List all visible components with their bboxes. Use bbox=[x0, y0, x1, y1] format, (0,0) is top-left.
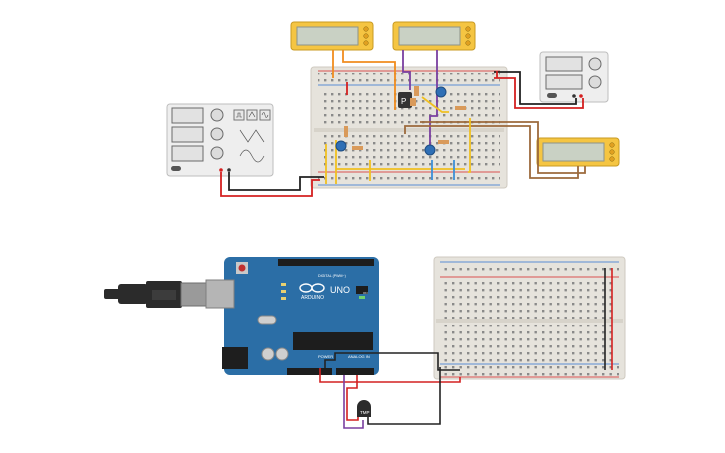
transistor[interactable] bbox=[398, 92, 412, 108]
sensor-label: TMP bbox=[360, 410, 370, 415]
multimeter-right[interactable] bbox=[536, 137, 620, 167]
arduino-digital-label: DIGITAL (PWM~) bbox=[318, 274, 346, 278]
wires-bottom[interactable] bbox=[319, 352, 461, 429]
arduino-power-label: POWER bbox=[318, 354, 333, 359]
wires-top[interactable] bbox=[220, 50, 586, 197]
breadboard-bottom[interactable] bbox=[433, 256, 626, 380]
components-top[interactable]: P bbox=[335, 86, 466, 156]
arduino-model: UNO bbox=[330, 285, 350, 295]
arduino-on-label: ON bbox=[363, 291, 368, 295]
function-generator[interactable] bbox=[166, 103, 274, 177]
power-supply[interactable] bbox=[539, 51, 609, 103]
arduino-analog-label: ANALOG IN bbox=[348, 354, 370, 359]
arduino-uno[interactable]: ARDUINO UNO DIGITAL (PWM~) POWER ANALOG … bbox=[205, 257, 379, 375]
transistor-label: P bbox=[401, 97, 406, 106]
multimeter-top-right[interactable] bbox=[392, 21, 476, 51]
usb-cable[interactable] bbox=[104, 281, 210, 308]
temperature-sensor[interactable]: TMP bbox=[357, 400, 371, 417]
multimeter-top-left[interactable] bbox=[290, 21, 374, 51]
arduino-brand: ARDUINO bbox=[301, 295, 324, 301]
